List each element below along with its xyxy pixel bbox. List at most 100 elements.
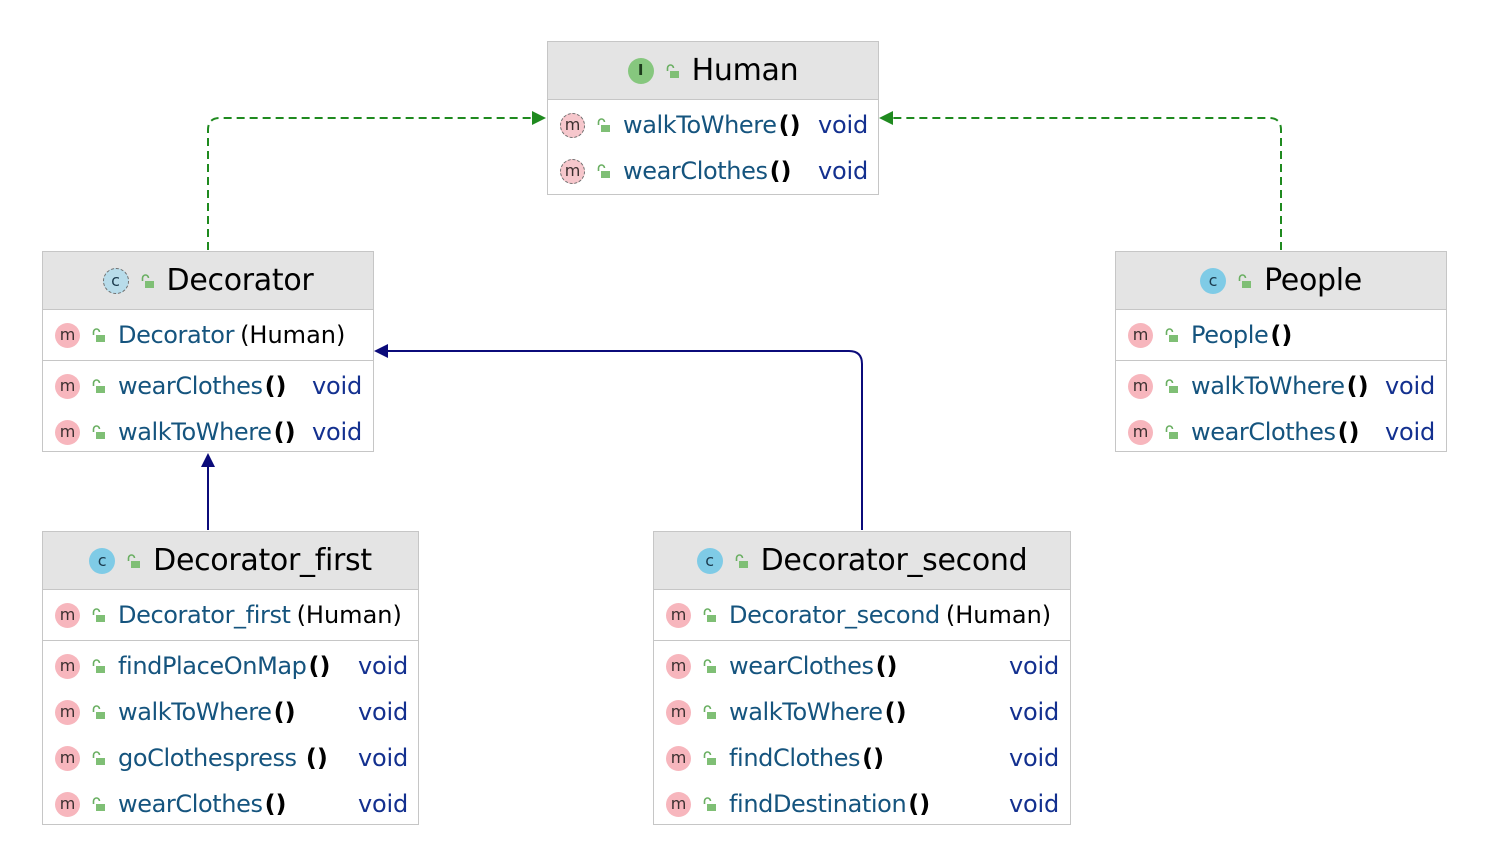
constructor-row[interactable]: m People () <box>1116 312 1446 358</box>
method-icon: m <box>55 373 80 399</box>
public-lock-icon <box>1165 379 1178 393</box>
method-row[interactable]: m walkToWhere () void <box>1116 363 1446 409</box>
method-params: () <box>273 698 296 726</box>
method-icon: m <box>1128 322 1153 348</box>
method-row[interactable]: m findClothes () void <box>654 735 1070 781</box>
public-lock-icon <box>92 328 105 342</box>
public-lock-icon <box>92 608 105 622</box>
method-row[interactable]: m walkToWhere () void <box>43 409 373 455</box>
return-type: void <box>818 111 868 139</box>
return-type: void <box>312 418 362 446</box>
abstract-method-icon: m <box>560 112 585 138</box>
class-icon: c <box>696 547 723 574</box>
methods-section: m wearClothes () void m walkToWhere () v… <box>43 361 373 457</box>
method-params: () <box>862 744 885 772</box>
constructor-row[interactable]: m Decorator_second (Human) <box>654 592 1070 638</box>
method-row[interactable]: m wearClothes () void <box>43 363 373 409</box>
public-lock-icon <box>703 751 716 765</box>
return-type: void <box>1385 372 1435 400</box>
method-icon: m <box>666 653 691 679</box>
method-name: walkToWhere <box>623 111 777 139</box>
constructor-row[interactable]: m Decorator (Human) <box>43 312 373 358</box>
method-row[interactable]: m walkToWhere () void <box>43 689 418 735</box>
method-params: () <box>305 744 328 772</box>
constructors-section: m People () <box>1116 310 1446 361</box>
abstract-method-icon: m <box>560 158 585 184</box>
constructor-row[interactable]: m Decorator_first (Human) <box>43 592 418 638</box>
method-icon: m <box>55 699 80 725</box>
class-name: Decorator_second <box>760 543 1028 578</box>
class-header: c People <box>1116 252 1446 310</box>
class-box-decorator-first[interactable]: c Decorator_first m Decorator_first (Hum… <box>42 531 419 825</box>
public-lock-icon <box>735 553 748 568</box>
public-lock-icon <box>666 63 679 78</box>
class-box-decorator-second[interactable]: c Decorator_second m Decorator_second (H… <box>653 531 1071 825</box>
public-lock-icon <box>92 751 105 765</box>
methods-section: m walkToWhere () void m wearClothes () v… <box>1116 361 1446 457</box>
method-row[interactable]: m walkToWhere () void <box>548 102 878 148</box>
class-box-people[interactable]: c People m People () m walkToWhere () vo… <box>1115 251 1447 452</box>
public-lock-icon <box>1238 273 1252 288</box>
method-row[interactable]: m findDestination () void <box>654 781 1070 827</box>
public-lock-icon <box>92 425 105 439</box>
method-row[interactable]: m goClothespress () void <box>43 735 418 781</box>
method-params: () <box>273 418 296 446</box>
public-lock-icon <box>92 705 105 719</box>
method-row[interactable]: m walkToWhere () void <box>654 689 1070 735</box>
method-params: () <box>908 790 931 818</box>
return-type: void <box>1009 652 1059 680</box>
constructor-name: Decorator_first <box>118 601 291 629</box>
method-row[interactable]: m wearClothes () void <box>43 781 418 827</box>
method-icon: m <box>1128 419 1153 445</box>
public-lock-icon <box>92 659 105 673</box>
public-lock-icon <box>703 659 716 673</box>
return-type: void <box>358 790 408 818</box>
method-row[interactable]: m wearClothes () void <box>654 643 1070 689</box>
class-header: I Human <box>548 42 878 100</box>
constructor-params: () <box>1270 321 1293 349</box>
method-row[interactable]: m wearClothes () void <box>548 148 878 194</box>
class-box-human[interactable]: I Human m walkToWhere () void m wearClot… <box>547 41 879 195</box>
edge-decorator-second-extends-decorator <box>374 344 863 530</box>
method-name: wearClothes <box>118 790 263 818</box>
public-lock-icon <box>127 553 141 568</box>
method-row[interactable]: m findPlaceOnMap () void <box>43 643 418 689</box>
methods-section: m findPlaceOnMap () void m walkToWhere (… <box>43 641 418 829</box>
method-params: () <box>769 157 792 185</box>
method-params: () <box>308 652 331 680</box>
public-lock-icon <box>597 118 610 132</box>
public-lock-icon <box>141 273 154 288</box>
return-type: void <box>818 157 868 185</box>
method-name: findPlaceOnMap <box>118 652 307 680</box>
class-name: People <box>1264 263 1362 298</box>
public-lock-icon <box>703 705 716 719</box>
public-lock-icon <box>1165 425 1178 439</box>
return-type: void <box>1009 744 1059 772</box>
method-name: wearClothes <box>1191 418 1336 446</box>
method-name: wearClothes <box>623 157 768 185</box>
class-box-decorator[interactable]: c Decorator m Decorator (Human) m wearCl… <box>42 251 374 452</box>
public-lock-icon <box>703 608 716 622</box>
method-icon: m <box>55 791 80 817</box>
interface-icon: I <box>627 57 654 84</box>
constructor-name: People <box>1191 321 1269 349</box>
method-row[interactable]: m wearClothes () void <box>1116 409 1446 455</box>
method-name: goClothespress <box>118 744 304 772</box>
constructors-section: m Decorator_first (Human) <box>43 590 418 641</box>
method-name: findDestination <box>729 790 907 818</box>
method-name: walkToWhere <box>729 698 883 726</box>
class-name: Decorator_first <box>153 543 372 578</box>
method-icon: m <box>55 745 80 771</box>
method-name: wearClothes <box>118 372 263 400</box>
method-params: () <box>1337 418 1360 446</box>
edge-decorator-implements-human <box>207 111 546 250</box>
constructor-params: (Human) <box>240 321 346 349</box>
method-name: walkToWhere <box>118 418 272 446</box>
public-lock-icon <box>597 164 610 178</box>
class-name: Decorator <box>166 263 314 298</box>
return-type: void <box>1385 418 1435 446</box>
class-header: c Decorator_first <box>43 532 418 590</box>
method-params: () <box>1346 372 1369 400</box>
methods-section: m walkToWhere () void m wearClothes () v… <box>548 100 878 196</box>
